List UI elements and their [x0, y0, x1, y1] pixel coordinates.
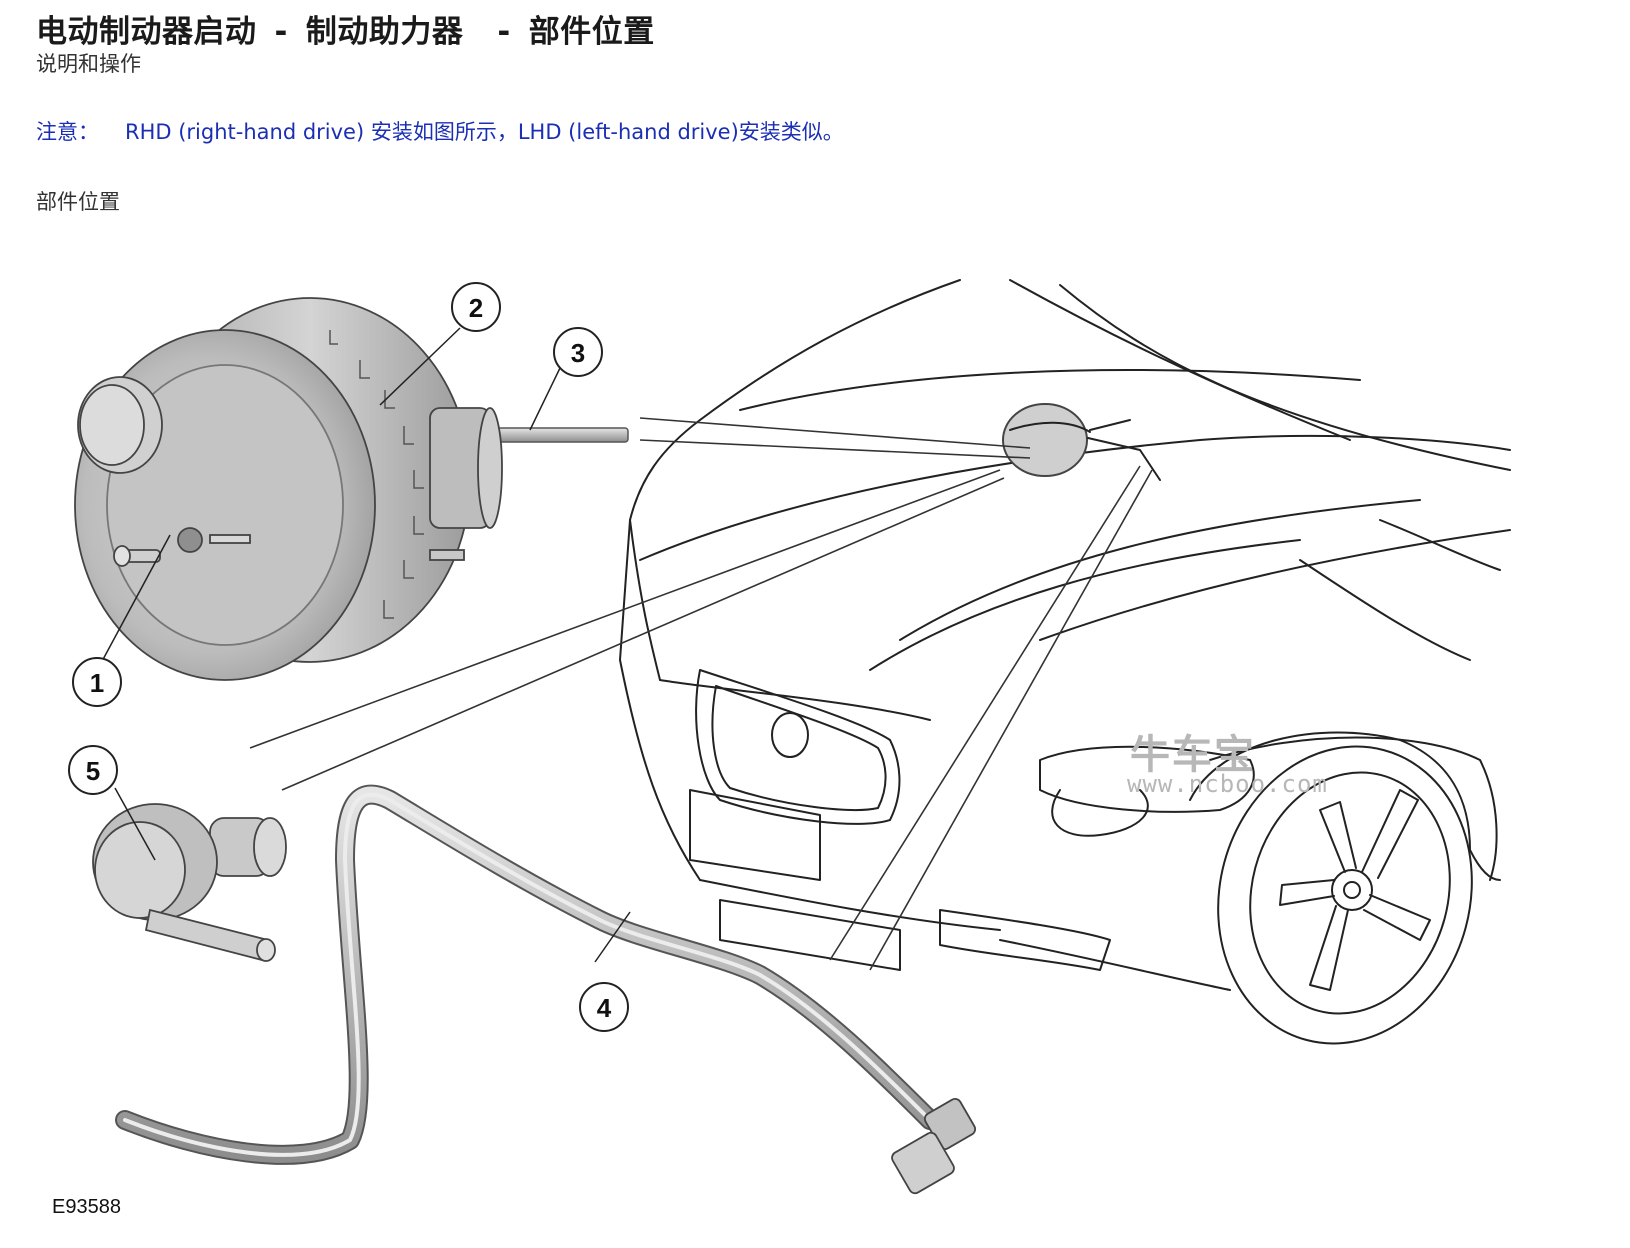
vehicle-outline [619, 279, 1511, 1045]
figure-id: E93588 [52, 1196, 121, 1218]
note-block: 注意： RHD (right-hand drive) 安装如图所示，LHD (le… [36, 116, 844, 146]
title-separator: - [274, 14, 288, 50]
watermark-brand: 牛车宝 [1130, 732, 1256, 778]
watermark-url: www.ncboo.com [1127, 770, 1328, 798]
title-part-component: 制动助力器 [305, 14, 464, 50]
note-label: 注意： [36, 120, 99, 144]
callout-5-label: 5 [86, 756, 100, 786]
brake-booster-part [74, 297, 503, 681]
title-part-system: 电动制动器启动 [36, 14, 257, 50]
page-title: 电动制动器启动-制动助力器-部件位置 [36, 6, 655, 51]
callout-2-label: 2 [469, 293, 483, 323]
callout-4: 4 [579, 982, 629, 1032]
callout-3-label: 3 [571, 338, 585, 368]
leader-lines [249, 417, 1153, 971]
callout-1: 1 [72, 657, 122, 707]
page-subtitle: 说明和操作 [36, 52, 141, 76]
component-location-diagram: 1 2 3 4 5 [68, 279, 1511, 1195]
title-separator: - [497, 14, 511, 50]
callout-5: 5 [68, 745, 118, 795]
vacuum-hose-part [115, 784, 977, 1195]
callout-4-label: 4 [597, 993, 612, 1023]
callout-leaders [99, 327, 631, 963]
callout-3: 3 [553, 327, 603, 377]
push-rod-part [479, 427, 629, 443]
callout-1-label: 1 [90, 668, 104, 698]
check-valve-part [92, 803, 287, 962]
section-heading: 部件位置 [36, 190, 120, 214]
callout-2: 2 [451, 282, 501, 332]
title-part-section: 部件位置 [528, 14, 655, 50]
note-text: RHD (right-hand drive) 安装如图所示，LHD (left-… [125, 120, 844, 144]
